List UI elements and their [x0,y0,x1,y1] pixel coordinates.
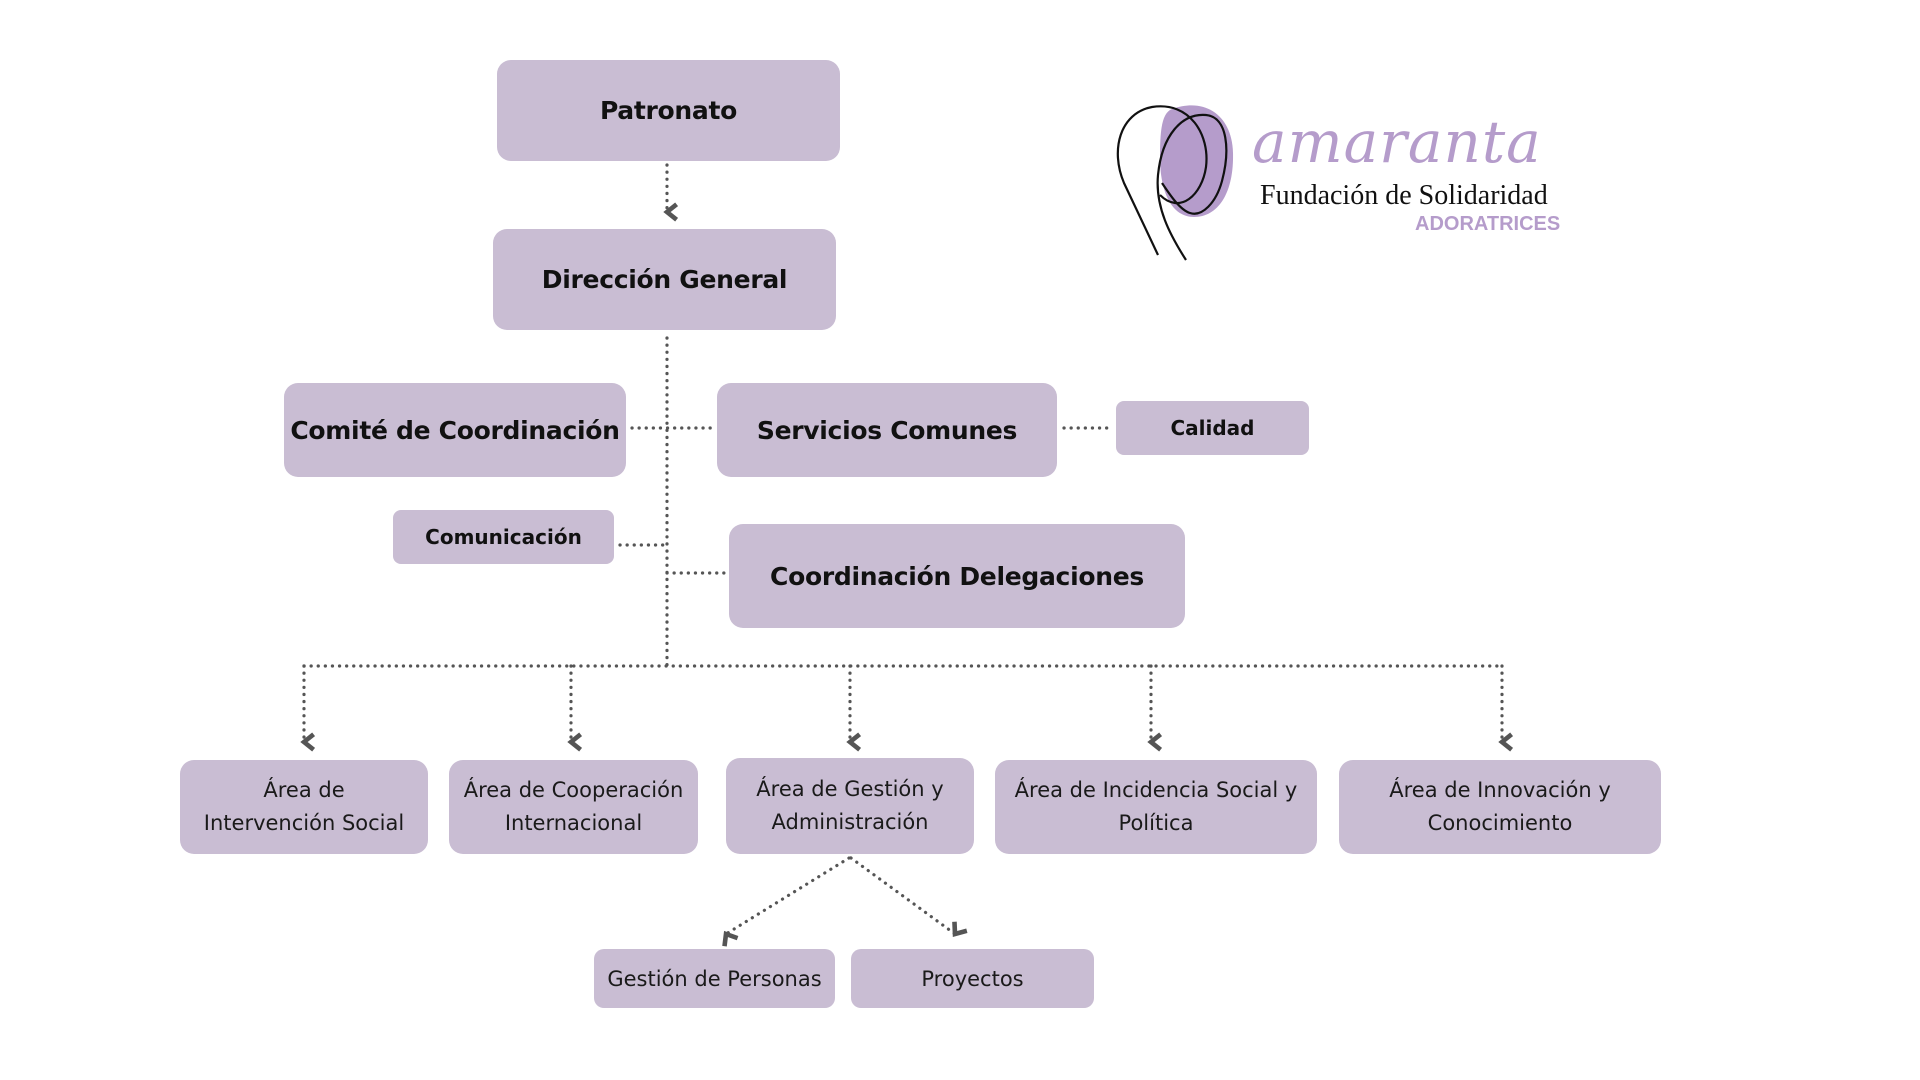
node-direccion-general: Dirección General [493,229,836,330]
area-innovacion-conocimiento: Área de Innovación y Conocimiento [1339,760,1661,854]
node-label: Calidad [1170,416,1255,440]
area-label-line2: Conocimiento [1427,811,1573,835]
subarea-gestion-personas: Gestión de Personas [594,949,835,1008]
subarea-proyectos: Proyectos [851,949,1094,1008]
area-label-line1: Área de [263,778,345,802]
node-servicios-comunes: Servicios Comunes [717,383,1057,477]
subarea-label: Gestión de Personas [607,966,822,991]
area-label-line2: Administración [771,810,929,834]
node-label: Comunicación [425,525,582,549]
node-coordinacion-delegaciones: Coordinación Delegaciones [729,524,1185,628]
area-incidencia-social-politica: Área de Incidencia Social y Política [995,760,1317,854]
logo-mark-icon [1116,105,1234,261]
logo-wordmark: amaranta [1252,108,1542,176]
area-label-line1: Área de Incidencia Social y [1014,778,1298,802]
node-calidad: Calidad [1116,401,1309,455]
node-comunicacion: Comunicación [393,510,614,564]
node-label: Patronato [599,96,738,125]
area-label-line2: Intervención Social [203,811,405,835]
connector-gestion-personas [722,856,851,947]
node-label: Servicios Comunes [756,415,1018,445]
area-gestion-administracion: Área de Gestión y Administración [726,758,974,854]
area-label-line2: Política [1118,811,1194,835]
node-label: Comité de Coordinación [290,415,620,445]
node-label: Coordinación Delegaciones [770,561,1144,591]
node-label: Dirección General [541,265,788,294]
connector-proyectos [849,856,968,937]
area-label-line1: Área de Cooperación [463,778,684,802]
node-comite-coordinacion: Comité de Coordinación [284,383,626,477]
node-patronato: Patronato [497,60,840,161]
area-label-line1: Área de Gestión y [756,777,944,801]
area-label-line1: Área de Innovación y [1389,778,1611,802]
logo-subtitle: Fundación de Solidaridad [1260,180,1548,211]
area-intervencion-social: Área de Intervención Social [180,760,428,854]
logo-tagline: ADORATRICES [1415,213,1561,235]
area-label-line2: Internacional [504,811,643,835]
subarea-label: Proyectos [921,966,1024,991]
